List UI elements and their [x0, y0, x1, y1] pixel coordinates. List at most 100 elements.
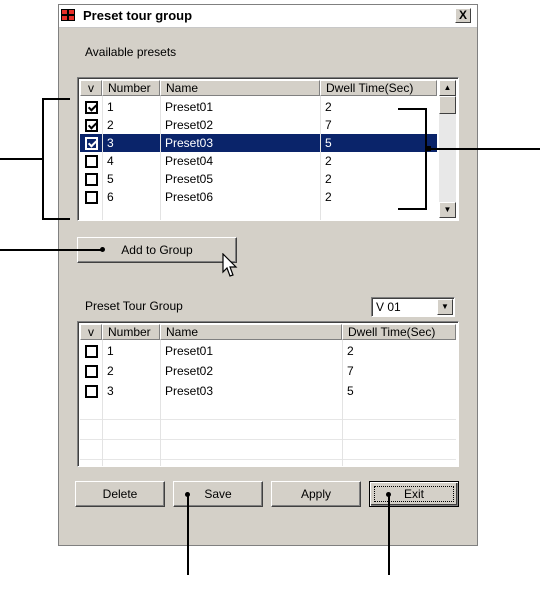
cell-name: Preset02 [165, 118, 214, 132]
cell-number: 2 [107, 364, 114, 378]
table-row[interactable]: 2 Preset02 7 [80, 362, 456, 380]
title-bar[interactable]: Preset tour group X [59, 5, 477, 28]
save-callout-dot [185, 492, 190, 497]
cell-dwell: 2 [325, 190, 332, 204]
row-checkbox[interactable] [85, 345, 98, 358]
scroll-thumb[interactable] [439, 96, 456, 114]
arrow-down-icon: ▼ [443, 205, 452, 214]
table-row[interactable]: 2 Preset02 7 [80, 116, 437, 134]
exit-callout-line [388, 495, 390, 575]
grid-line [102, 96, 103, 220]
grid-line [160, 340, 161, 466]
table-row[interactable]: 3 Preset03 5 [80, 134, 437, 152]
grid-line [320, 96, 321, 220]
chevron-down-icon: ▼ [441, 302, 449, 311]
checkbox-bracket-line [42, 98, 44, 220]
cell-dwell: 7 [325, 118, 332, 132]
available-presets-label: Available presets [85, 45, 177, 59]
column-header-name[interactable]: Name [160, 324, 342, 340]
select-dropdown-button[interactable]: ▼ [437, 299, 453, 315]
delete-label: Delete [102, 487, 138, 501]
apply-button[interactable]: Apply [271, 481, 361, 507]
save-callout-line [187, 495, 189, 575]
checkbox-callout-line [0, 158, 42, 160]
focus-rectangle [374, 486, 454, 502]
cell-number: 1 [107, 344, 114, 358]
arrow-up-icon: ▲ [443, 83, 452, 92]
cell-name: Preset05 [165, 172, 214, 186]
cell-dwell: 2 [325, 172, 332, 186]
cell-dwell: 2 [347, 344, 354, 358]
row-checkbox[interactable] [85, 173, 98, 186]
delete-button[interactable]: Delete [75, 481, 165, 507]
column-header-number[interactable]: Number [102, 80, 160, 96]
preset-tour-group-list[interactable]: v Number Name Dwell Time(Sec) 1 Preset01 2… [77, 321, 459, 467]
cell-number: 3 [107, 384, 114, 398]
dwell-callout-marker [426, 146, 431, 151]
add-button-callout-dot [100, 247, 105, 252]
column-header-name[interactable]: Name [160, 80, 320, 96]
cell-name: Preset03 [165, 136, 214, 150]
exit-label: Exit [403, 487, 424, 501]
grid-line [160, 96, 161, 220]
close-button[interactable]: X [455, 8, 471, 23]
cell-number: 4 [107, 154, 114, 168]
dwell-bracket-bottom [398, 208, 426, 210]
dwell-bracket-line [425, 108, 427, 210]
tour-group-select[interactable]: V 01 ▼ [371, 297, 455, 317]
column-header-dwell[interactable]: Dwell Time(Sec) [342, 324, 456, 340]
mouse-pointer-icon [222, 253, 238, 277]
empty-row [80, 402, 456, 420]
cell-name: Preset02 [165, 364, 214, 378]
add-to-group-label: Add to Group [121, 243, 193, 257]
cell-name: Preset04 [165, 154, 214, 168]
column-header-dwell[interactable]: Dwell Time(Sec) [320, 80, 437, 96]
column-header-v[interactable]: v [80, 80, 102, 96]
app-icon [61, 9, 75, 21]
cell-number: 6 [107, 190, 114, 204]
scroll-down-button[interactable]: ▼ [439, 202, 456, 218]
cell-name: Preset01 [165, 344, 214, 358]
exit-callout-dot [386, 492, 391, 497]
tour-group-select-value: V 01 [376, 300, 401, 314]
cell-name: Preset01 [165, 100, 214, 114]
cell-number: 5 [107, 172, 114, 186]
exit-button[interactable]: Exit [369, 481, 459, 507]
row-checkbox-checked[interactable] [85, 137, 98, 150]
scroll-up-button[interactable]: ▲ [439, 80, 456, 96]
checkbox-bracket-top [42, 98, 70, 100]
checkbox-bracket-bottom [42, 218, 70, 220]
column-header-number[interactable]: Number [102, 324, 160, 340]
cell-number: 1 [107, 100, 114, 114]
empty-row [80, 422, 456, 440]
row-checkbox-checked[interactable] [85, 101, 98, 114]
cell-name: Preset03 [165, 384, 214, 398]
row-checkbox[interactable] [85, 385, 98, 398]
row-checkbox[interactable] [85, 191, 98, 204]
row-checkbox[interactable] [85, 365, 98, 378]
column-header-v[interactable]: v [80, 324, 102, 340]
preset-tour-dialog: Preset tour group X Available presets v … [58, 4, 478, 546]
cell-dwell: 2 [325, 154, 332, 168]
preset-tour-group-label: Preset Tour Group [85, 299, 183, 313]
apply-label: Apply [300, 487, 332, 501]
table-row[interactable]: 4 Preset04 2 [80, 152, 437, 170]
table-row[interactable]: 1 Preset01 2 [80, 342, 456, 360]
cell-number: 2 [107, 118, 114, 132]
window-title: Preset tour group [83, 8, 193, 23]
cell-dwell: 2 [325, 100, 332, 114]
cell-dwell: 5 [325, 136, 332, 150]
table-row[interactable]: 5 Preset05 2 [80, 170, 437, 188]
save-label: Save [204, 487, 232, 501]
dwell-callout-line [427, 148, 540, 150]
row-checkbox-checked[interactable] [85, 119, 98, 132]
empty-row [80, 442, 456, 460]
table-row[interactable]: 1 Preset01 2 [80, 98, 437, 116]
cell-dwell: 7 [347, 364, 354, 378]
cell-number: 3 [107, 136, 114, 150]
grid-line [102, 340, 103, 466]
row-checkbox[interactable] [85, 155, 98, 168]
